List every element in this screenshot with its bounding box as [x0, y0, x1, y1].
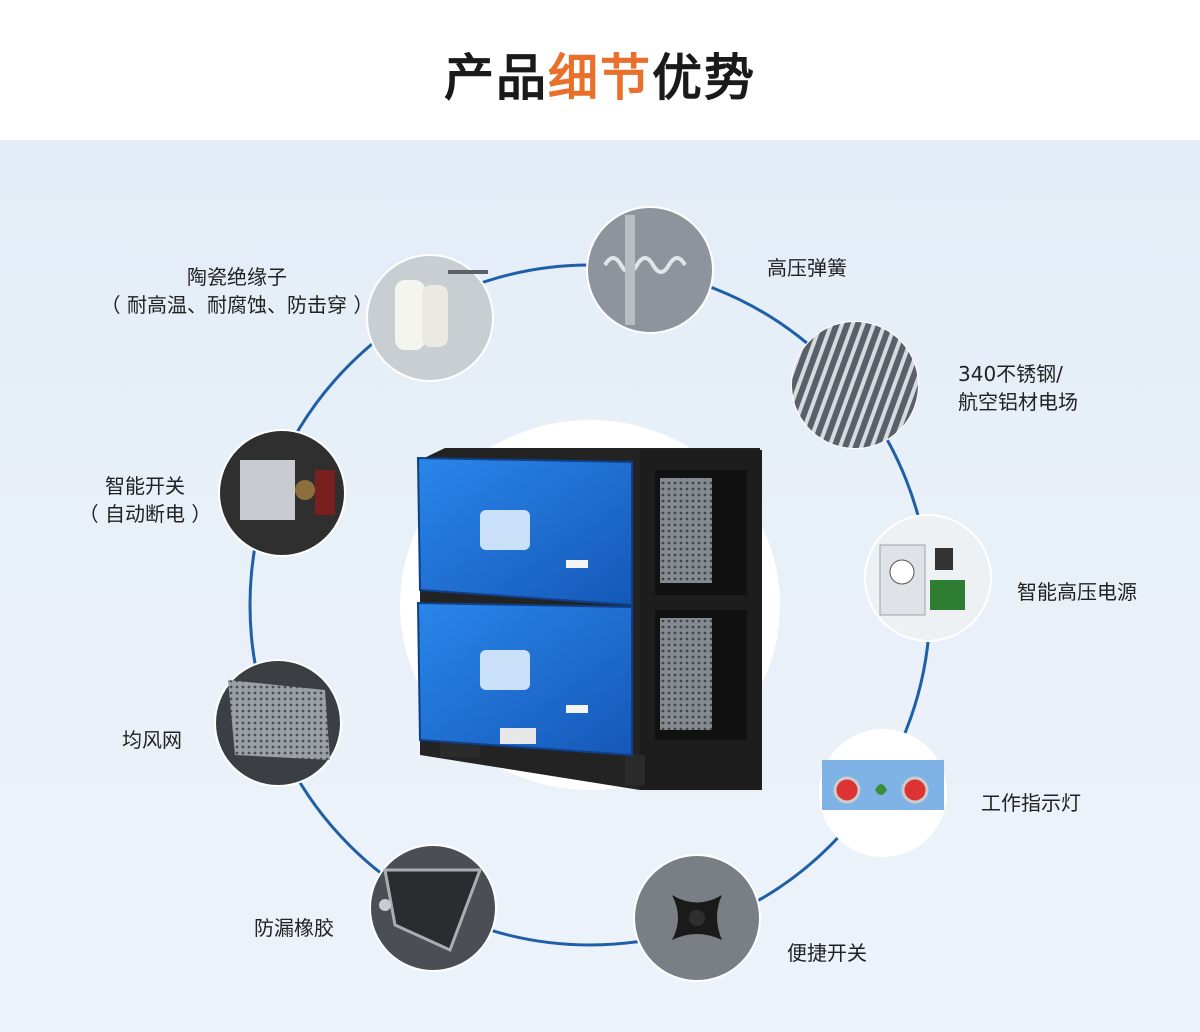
page-title: 产品细节优势 — [0, 38, 1200, 110]
label-quick-switch: 便捷开关 — [787, 939, 867, 967]
label-air-mesh: 均风网 — [122, 726, 182, 754]
title-part-2: 优势 — [652, 49, 756, 107]
label-smart-switch: 智能开关 （ 自动断电 ） — [70, 472, 220, 528]
smart-switch-subtitle: （ 自动断电 ） — [78, 502, 212, 526]
stainless-field-line1: 340不锈钢/ — [958, 362, 1063, 386]
indicator-light-image — [819, 729, 947, 857]
smart-power-image — [864, 514, 992, 642]
smart-power-title: 智能高压电源 — [1017, 580, 1137, 604]
leak-rubber-image — [369, 844, 497, 972]
header: 产品细节优势 — [0, 0, 1200, 140]
stainless-field-image — [774, 304, 936, 466]
quick-switch-image — [633, 854, 761, 982]
title-part-1: 产品 — [444, 49, 548, 107]
stainless-field-line2: 航空铝材电场 — [958, 390, 1078, 414]
product-image — [416, 448, 762, 790]
label-stainless-field: 340不锈钢/ 航空铝材电场 — [958, 360, 1078, 416]
indicator-light-title: 工作指示灯 — [981, 791, 1081, 815]
high-voltage-spring-image — [586, 206, 714, 334]
ceramic-insulator-title: 陶瓷绝缘子 — [187, 265, 287, 289]
ceramic-insulator-image — [366, 254, 494, 382]
high-voltage-spring-title: 高压弹簧 — [767, 256, 847, 280]
label-high-voltage-spring: 高压弹簧 — [767, 254, 847, 282]
title-highlight: 细节 — [548, 49, 652, 107]
quick-switch-title: 便捷开关 — [787, 941, 867, 965]
smart-switch-image — [218, 429, 346, 557]
air-mesh-image — [214, 659, 342, 787]
smart-switch-title: 智能开关 — [105, 474, 185, 498]
leak-rubber-title: 防漏橡胶 — [254, 916, 334, 940]
ceramic-insulator-subtitle: （ 耐高温、耐腐蚀、防击穿 ） — [100, 293, 374, 317]
label-ceramic-insulator: 陶瓷绝缘子 （ 耐高温、耐腐蚀、防击穿 ） — [92, 263, 382, 319]
label-indicator-light: 工作指示灯 — [981, 789, 1081, 817]
label-smart-power: 智能高压电源 — [1017, 578, 1137, 606]
air-mesh-title: 均风网 — [122, 728, 182, 752]
label-leak-rubber: 防漏橡胶 — [254, 914, 334, 942]
